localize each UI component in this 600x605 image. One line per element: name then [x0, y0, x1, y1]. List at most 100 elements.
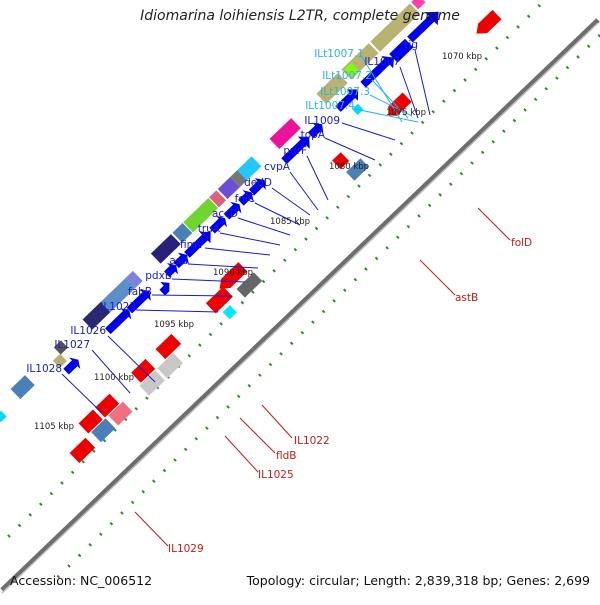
gene-label: folD	[511, 237, 532, 249]
gene-forward	[209, 215, 228, 234]
connector-IL1007	[399, 66, 419, 119]
kbp-label: 1095 kbp	[154, 320, 194, 330]
gene-reverse	[219, 262, 248, 289]
gene-forward	[281, 136, 310, 164]
gene-cyan	[0, 410, 7, 423]
label-connectors	[61, 49, 511, 547]
gene-label: astB	[455, 292, 478, 304]
gene-label: tig	[404, 39, 418, 51]
kbp-label: 1105 kbp	[34, 422, 74, 432]
connector-IL1009	[341, 122, 396, 141]
gene-label: fabB	[128, 286, 152, 298]
gene-label: IL1022	[294, 435, 330, 447]
gene-forward	[184, 231, 211, 258]
connector-folD	[477, 207, 511, 241]
reverse-gene-labels: folD astB IL1022 fldB IL1025 IL1029	[168, 237, 532, 555]
kbp-label: 1100 kbp	[94, 373, 134, 383]
connector-IL1029	[134, 511, 169, 547]
connector-ILt1007-1	[361, 56, 403, 123]
gene-cyan	[237, 156, 262, 181]
connector-folC	[254, 202, 301, 226]
gene-label: IL1026	[70, 325, 106, 337]
gene-forward	[63, 357, 81, 375]
forward-strand	[0, 0, 439, 423]
connector-dedD	[271, 187, 311, 216]
kbp-label: 1070 kbp	[442, 52, 482, 62]
backbone	[0, 18, 600, 594]
gene-green	[183, 197, 219, 233]
gene-reverse	[205, 286, 233, 314]
gene-label: accD	[212, 208, 238, 220]
gene-label: IL1023	[100, 301, 136, 313]
gene-steelblue	[10, 375, 35, 400]
gene-label: IL1027	[54, 339, 90, 351]
gene-label: IL1028	[26, 363, 62, 375]
gene-forward	[307, 122, 324, 139]
gene-label: fldB	[276, 450, 296, 462]
reverse-strand	[69, 9, 502, 464]
gene-grey	[53, 340, 68, 355]
gene-grey	[230, 170, 247, 188]
kbp-label: 1090 kbp	[213, 268, 253, 278]
gene-reverse	[476, 9, 502, 34]
gene-pink	[411, 0, 426, 10]
gene-label: dedD	[244, 177, 272, 189]
gene-forward	[360, 56, 395, 88]
gene-steelblue	[100, 277, 136, 313]
gene-label: topA	[301, 129, 326, 141]
connector-IL1028	[61, 373, 103, 414]
gene-silver	[139, 370, 165, 396]
gene-forward	[407, 11, 439, 43]
gene-navy	[150, 234, 181, 264]
rna-label: ILt1007.1	[314, 48, 364, 60]
genome-info-text: Topology: circular; Length: 2,839,318 bp…	[246, 573, 590, 588]
connector-asd	[187, 263, 259, 269]
gene-purple	[125, 270, 143, 288]
kbp-label: 1085 kbp	[270, 217, 310, 227]
gene-label: cvpA	[264, 161, 291, 173]
rna-label: ILt1007.2	[322, 70, 372, 82]
gene-reverse	[388, 99, 405, 116]
gene-lime	[344, 62, 359, 77]
backbone-line	[0, 18, 600, 592]
rna-label: ILt1007.4	[305, 100, 355, 112]
gene-cyan	[222, 305, 237, 320]
kbp-labels: 1070 kbp 1075 kbp 1080 kbp 1085 kbp 1090…	[34, 52, 482, 432]
rna-gene-labels: ILt1007.1 ILt1007.2 ILt1007.3 ILt1007.4	[305, 48, 372, 112]
gene-reverse	[395, 92, 412, 109]
gene-khaki	[52, 353, 67, 368]
connector-IL1025	[224, 435, 259, 473]
connector-IL1027	[91, 349, 131, 394]
gene-khaki	[316, 72, 348, 104]
map-title: Idiomarina loihiensis L2TR, complete gen…	[140, 8, 460, 24]
gene-forward	[164, 263, 179, 278]
connector-ILt1007-2	[371, 79, 409, 119]
connector-IL1022	[261, 404, 293, 439]
gene-label: IL1025	[258, 469, 294, 481]
gene-forward	[389, 38, 414, 63]
connector-topA	[324, 137, 376, 161]
gene-grey	[236, 272, 263, 298]
gene-forward	[238, 190, 254, 206]
connector-purF	[306, 155, 329, 201]
kbp-label: 1080 kbp	[329, 162, 369, 172]
gene-forward	[335, 89, 359, 112]
gene-label: fimV	[180, 239, 205, 251]
gene-label: IL1009	[304, 115, 340, 127]
connector-cvpA	[289, 171, 319, 211]
connector-tig	[414, 49, 431, 116]
gene-reverse	[69, 437, 96, 464]
rna-label: ILt1007.3	[320, 86, 370, 98]
gene-pink	[209, 190, 227, 208]
gene-label: asd	[169, 255, 188, 267]
gene-navy	[82, 302, 111, 330]
gene-salmon	[108, 401, 133, 426]
gene-forward	[126, 289, 151, 314]
accession-text: Accession: NC_006512	[10, 573, 153, 588]
gene-forward	[105, 308, 132, 335]
connector-IL1023	[135, 309, 219, 313]
gene-purple	[217, 177, 240, 200]
connector-ILt1007-3	[369, 94, 413, 117]
gene-reverse	[332, 152, 350, 170]
